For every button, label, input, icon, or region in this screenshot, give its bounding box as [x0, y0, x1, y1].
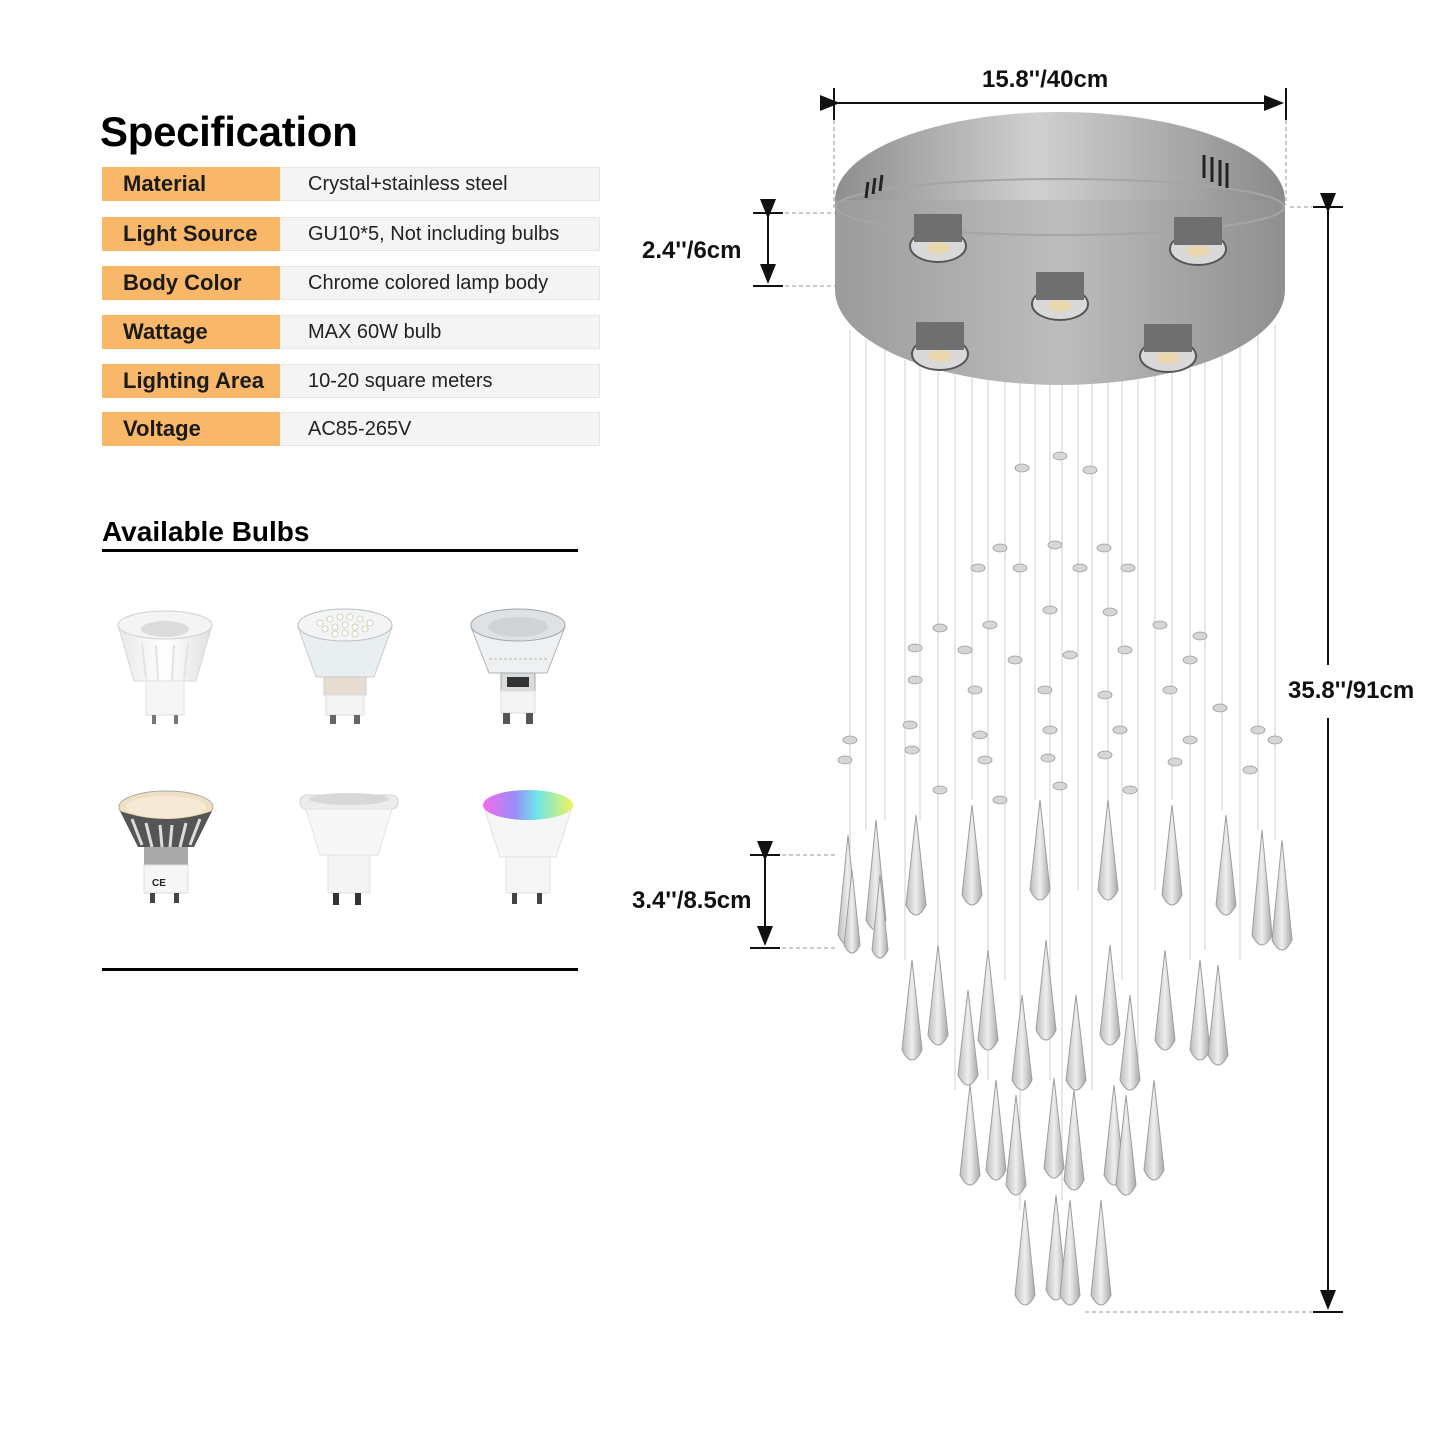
- spec-label: Voltage: [102, 412, 280, 446]
- specification-title: Specification: [100, 108, 358, 155]
- bulbs-top-divider: [102, 549, 578, 552]
- spec-value: 10-20 square meters: [280, 364, 600, 398]
- spec-row-lighting-area: Lighting Area 10-20 square meters: [102, 364, 600, 398]
- width-dimension-label: 15.8''/40cm: [982, 66, 1109, 93]
- spec-row-light-source: Light Source GU10*5, Not including bulbs: [102, 217, 600, 251]
- canopy-height-dimension-label: 2.4''/6cm: [642, 237, 742, 264]
- bulb-cob-white-icon: [110, 603, 220, 733]
- crystal-length-dimension-label: 3.4''/8.5cm: [632, 887, 752, 914]
- crystal-drop-icon: [837, 799, 1293, 1306]
- bulb-aluminum-smd-icon: CE: [114, 785, 224, 915]
- spec-label: Material: [102, 167, 280, 201]
- spec-value: Crystal+stainless steel: [280, 167, 600, 201]
- spec-value: MAX 60W bulb: [280, 315, 600, 349]
- spec-value: AC85-265V: [280, 412, 600, 446]
- spec-label: Lighting Area: [102, 364, 280, 398]
- bulb-glass-cob-icon: [463, 603, 573, 733]
- available-bulbs-title: Available Bulbs: [102, 516, 310, 547]
- total-height-dimension-label: 35.8''/91cm: [1288, 677, 1415, 704]
- bulb-smd-glass-icon: [290, 603, 400, 733]
- spec-label: Light Source: [102, 217, 280, 251]
- spec-row-body-color: Body Color Chrome colored lamp body: [102, 266, 600, 300]
- svg-text:CE: CE: [152, 878, 166, 889]
- spec-label: Body Color: [102, 266, 280, 300]
- bulb-rgb-smart-icon: [476, 785, 586, 915]
- spec-value: GU10*5, Not including bulbs: [280, 217, 600, 251]
- spec-row-voltage: Voltage AC85-265V: [102, 412, 600, 446]
- spec-row-material: Material Crystal+stainless steel: [102, 167, 600, 201]
- spec-value: Chrome colored lamp body: [280, 266, 600, 300]
- bulbs-bottom-divider: [102, 968, 578, 971]
- spotlight-icon: [909, 214, 1227, 373]
- bulb-white-led-icon: [296, 785, 406, 915]
- spec-row-wattage: Wattage MAX 60W bulb: [102, 315, 600, 349]
- spec-label: Wattage: [102, 315, 280, 349]
